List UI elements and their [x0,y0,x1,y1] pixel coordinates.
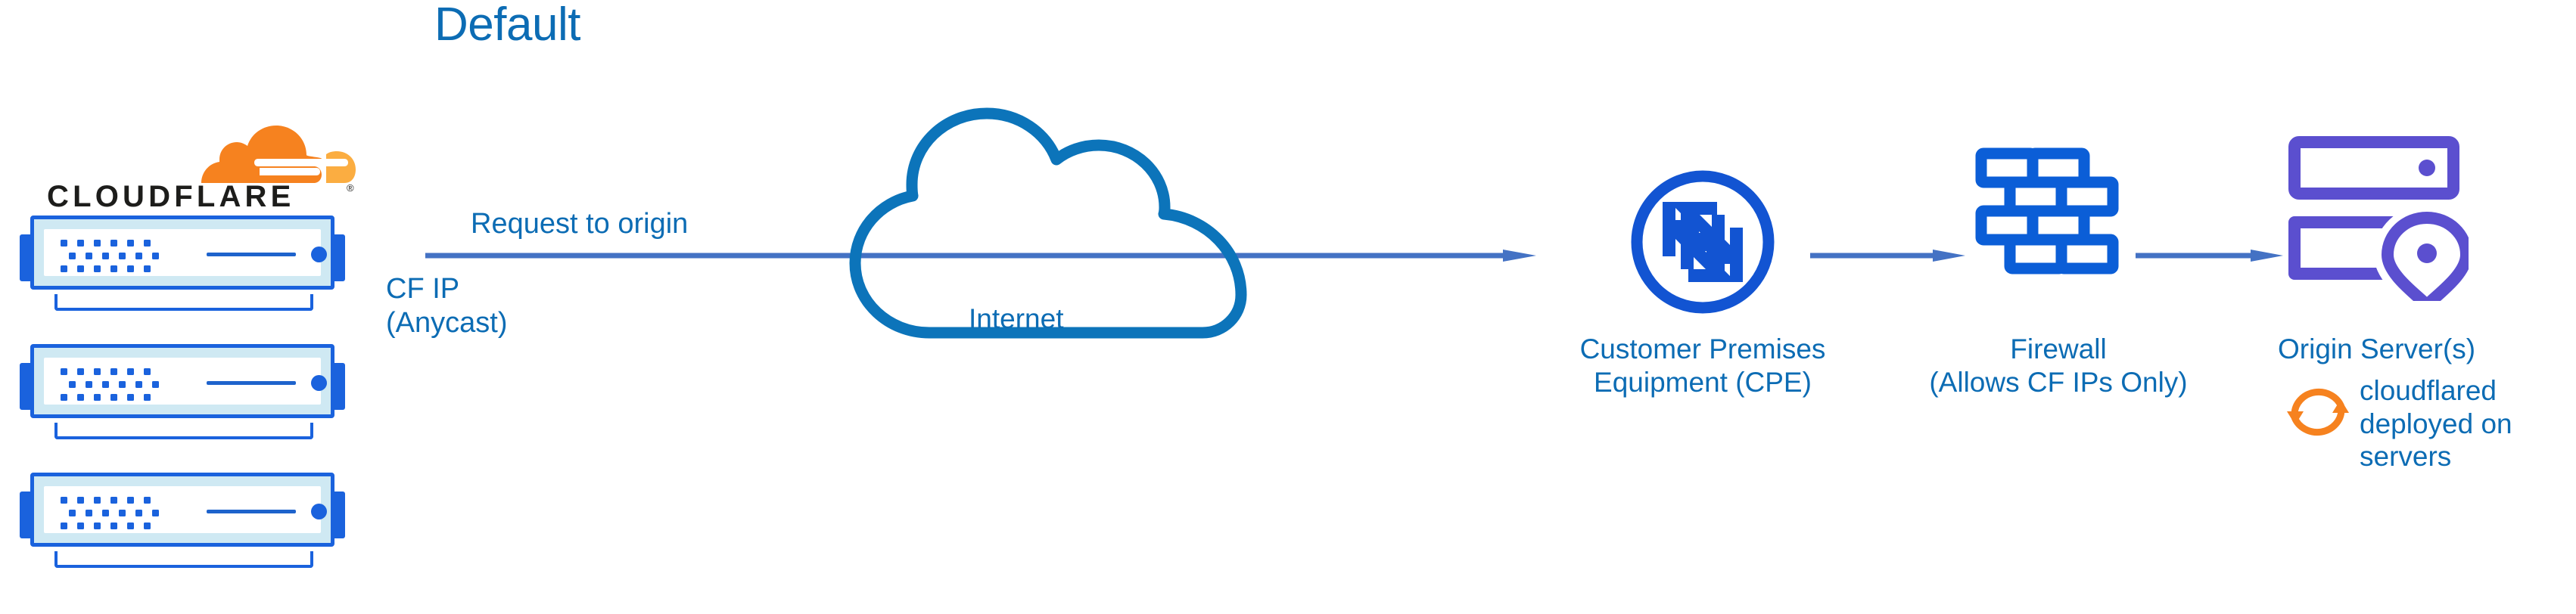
cloudflared-caption: cloudflared deployed on servers [2360,374,2512,473]
cloudflare-edge-server [20,473,345,568]
device-base [54,294,313,311]
device-power-led [311,247,327,262]
request-to-origin-label: Request to origin [471,208,689,240]
cloudflared-line-2: deployed on [2360,408,2512,439]
cloudflared-line-1: cloudflared [2360,375,2497,406]
cloudflare-logo-icon [193,113,356,185]
origin-server-label: Origin Server(s) [2278,333,2476,364]
internet-label: Internet [969,303,1064,334]
cpe-label-line-1: Customer Premises [1579,333,1826,364]
device-base [54,551,313,568]
page-title: Default [434,0,580,51]
device-led-matrix [61,497,160,534]
device-power-led [311,504,327,519]
cpe-label: Customer Premises Equipment (CPE) [1574,333,1831,398]
flow-arrow-edge-to-cpe [425,250,1536,262]
svg-text:®: ® [347,182,354,194]
device-chassis [30,473,334,547]
server-rack-location-icon [2287,135,2481,326]
device-base [54,423,313,439]
firewall-label-line-1: Firewall [2010,333,2107,364]
device-faceplate [44,486,327,534]
device-status-bar [207,253,296,256]
cloudflare-edge-server [20,216,345,311]
device-chassis [30,216,334,290]
device-status-bar [207,381,296,385]
cf-ip-anycast-label: CF IP (Anycast) [386,272,507,340]
device-status-bar [207,510,296,513]
router-icon [1627,166,1778,318]
cloudflared-line-3: servers [2360,441,2452,473]
cloudflare-wordmark: CLOUDFLARE ® [47,179,357,214]
device-led-matrix [61,240,160,277]
cf-ip-line-1: CF IP [386,273,460,305]
device-power-led [311,375,327,391]
flow-arrow-cpe-to-firewall [1810,250,1965,262]
flow-arrow-firewall-to-origin [2136,250,2283,262]
cloudflare-wordmark-text: CLOUDFLARE [47,180,295,213]
cpe-label-line-2: Equipment (CPE) [1594,366,1812,398]
device-led-matrix [61,368,160,405]
firewall-label: Firewall (Allows CF IPs Only) [1892,333,2225,398]
brick-wall-icon [1975,147,2119,295]
device-faceplate [44,358,327,405]
cloud-icon [832,106,1271,348]
cf-ip-line-2: (Anycast) [386,306,508,339]
sync-arrows-icon [2284,378,2352,446]
cloudflare-edge-server [20,344,345,439]
device-faceplate [44,229,327,277]
firewall-label-line-2: (Allows CF IPs Only) [1929,366,2188,398]
device-chassis [30,344,334,418]
